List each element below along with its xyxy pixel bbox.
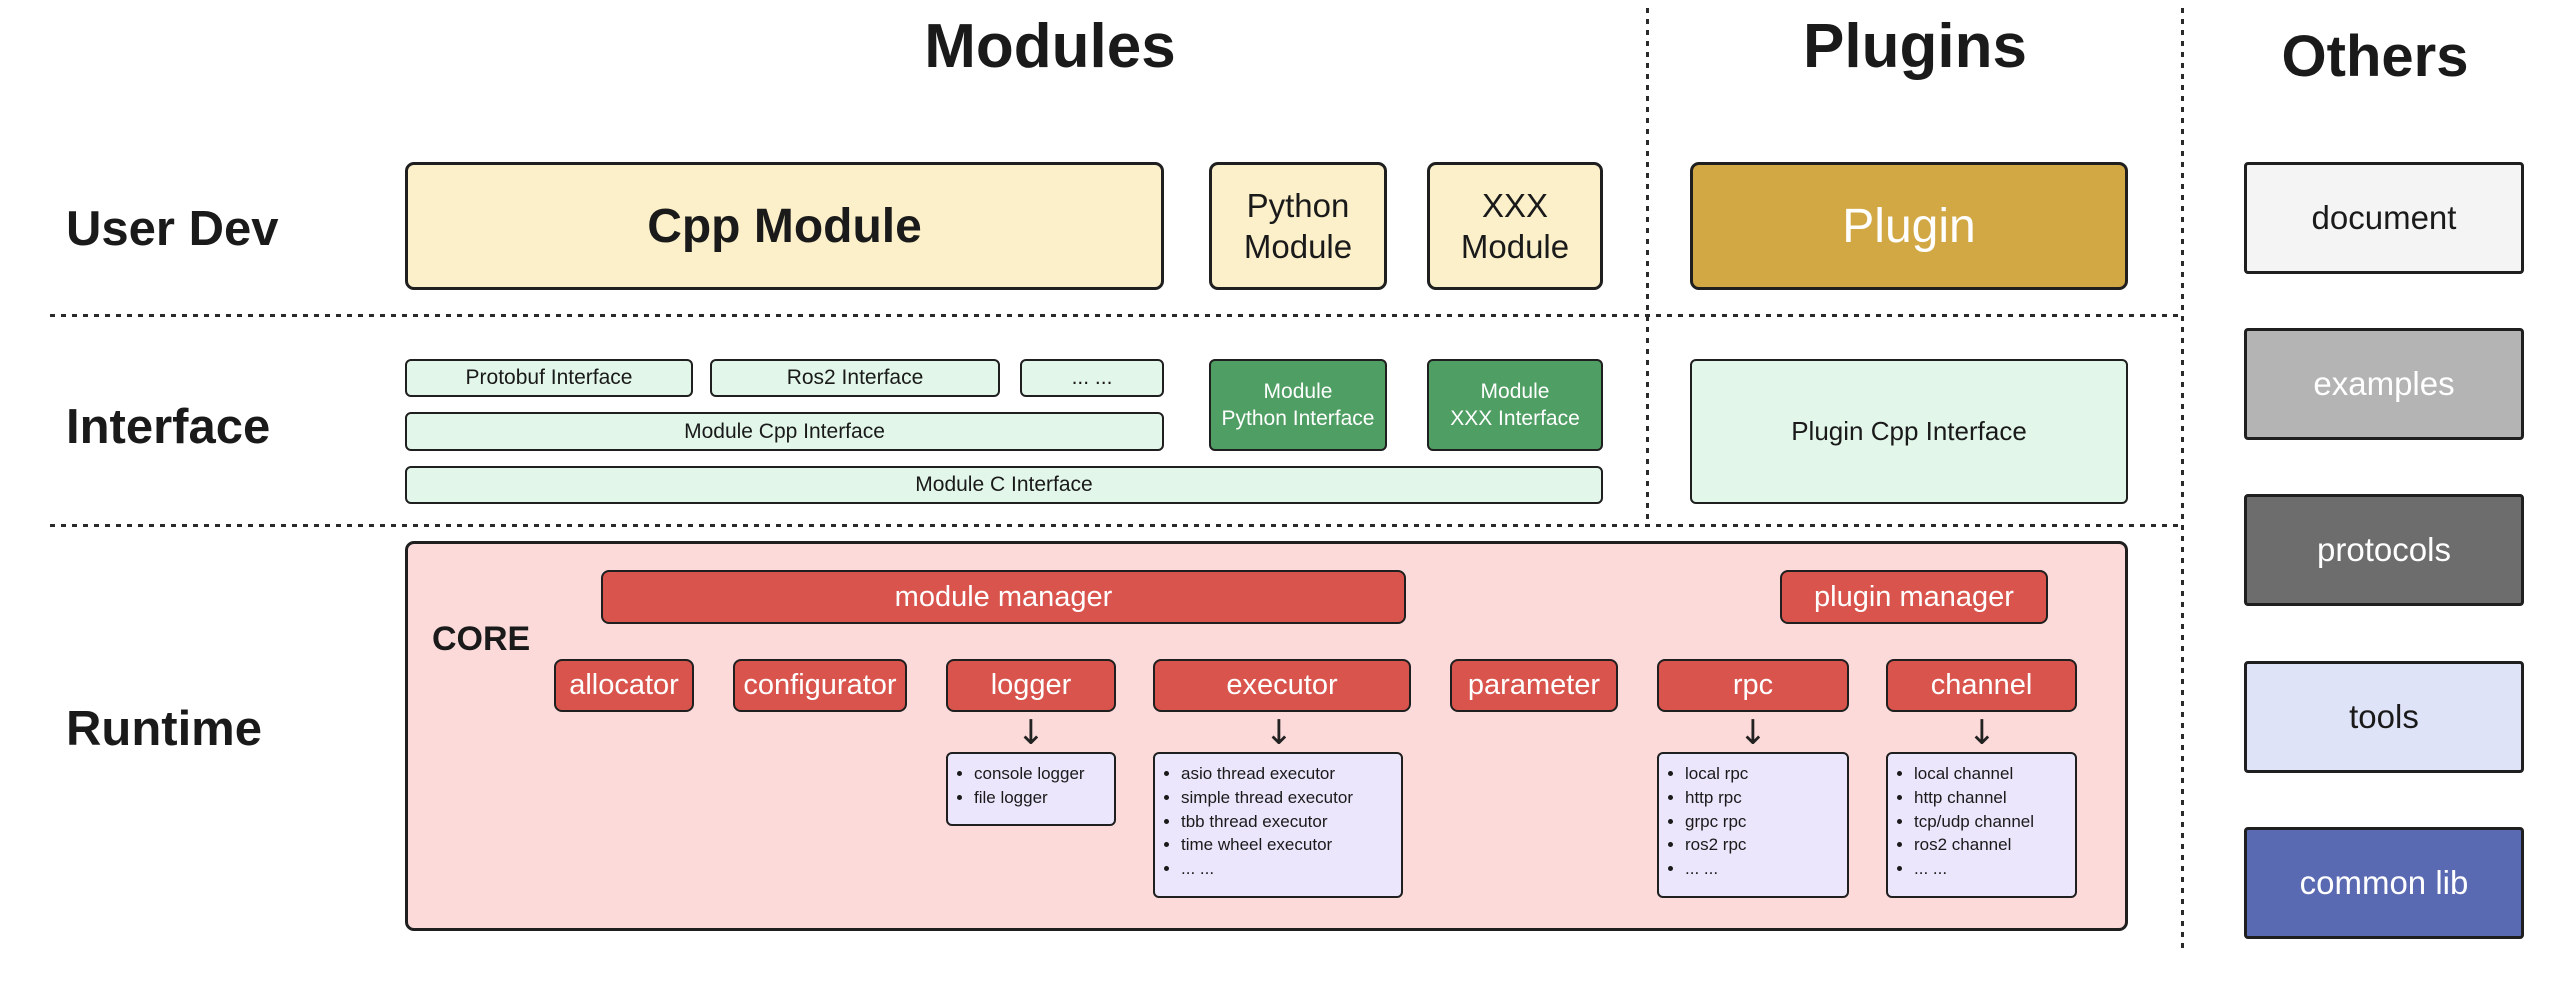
module-xxx-interface-box: Module XXX Interface [1427,359,1603,451]
detail-list-item: tcp/udp channel [1914,810,2071,834]
detail-list-item: ... ... [1181,857,1397,881]
executor-box: executor [1153,659,1411,712]
interface-ellipsis-box: ... ... [1020,359,1164,397]
detail-list-item: ... ... [1685,857,1843,881]
detail-list-item: time wheel executor [1181,833,1397,857]
others-item-tools: tools [2244,661,2524,773]
configurator-box: configurator [733,659,907,712]
channel-detail-box: local channel http channel tcp/udp chann… [1886,752,2077,898]
executor-down-arrow-icon: ↓ [1264,713,1294,753]
row-label-runtime: Runtime [66,702,262,756]
detail-list-item: grpc rpc [1685,810,1843,834]
detail-list-item: console logger [974,762,1110,786]
rpc-detail-list: local rpc http rpc grpc rpc ros2 rpc ...… [1659,762,1843,881]
detail-list-item: local channel [1914,762,2071,786]
detail-list-item: simple thread executor [1181,786,1397,810]
logger-detail-box: console logger file logger [946,752,1116,826]
protobuf-interface-box: Protobuf Interface [405,359,693,397]
plugins-others-divider [2181,8,2184,952]
module-cpp-interface-box: Module Cpp Interface [405,412,1164,451]
executor-detail-list: asio thread executor simple thread execu… [1155,762,1397,881]
detail-list-item: ... ... [1914,857,2071,881]
detail-list-item: ros2 channel [1914,833,2071,857]
plugin-cpp-interface-box: Plugin Cpp Interface [1690,359,2128,504]
rpc-detail-box: local rpc http rpc grpc rpc ros2 rpc ...… [1657,752,1849,898]
others-column-header: Others [2281,23,2469,89]
channel-down-arrow-icon: ↓ [1967,713,1997,753]
detail-list-item: local rpc [1685,762,1843,786]
rpc-down-arrow-icon: ↓ [1738,713,1768,753]
cpp-module-box: Cpp Module [405,162,1164,290]
others-item-common-lib: common lib [2244,827,2524,939]
row-label-user-dev: User Dev [66,202,279,256]
row-label-interface: Interface [66,400,271,454]
plugin-manager-box: plugin manager [1780,570,2048,624]
rpc-box: rpc [1657,659,1849,712]
others-item-examples: examples [2244,328,2524,440]
logger-detail-list: console logger file logger [948,762,1110,810]
module-python-interface-box: Module Python Interface [1209,359,1387,451]
modules-column-header: Modules [924,11,1176,81]
modules-plugins-divider [1646,8,1649,525]
userdev-interface-divider [50,314,2182,317]
allocator-box: allocator [554,659,694,712]
detail-list-item: tbb thread executor [1181,810,1397,834]
others-item-document: document [2244,162,2524,274]
detail-list-item: asio thread executor [1181,762,1397,786]
channel-detail-list: local channel http channel tcp/udp chann… [1888,762,2071,881]
detail-list-item: ros2 rpc [1685,833,1843,857]
others-item-protocols: protocols [2244,494,2524,606]
module-c-interface-box: Module C Interface [405,466,1603,504]
channel-box: channel [1886,659,2077,712]
logger-down-arrow-icon: ↓ [1016,713,1046,753]
module-manager-box: module manager [601,570,1406,624]
python-module-box: Python Module [1209,162,1387,290]
parameter-box: parameter [1450,659,1618,712]
plugins-column-header: Plugins [1803,11,2027,81]
plugin-box: Plugin [1690,162,2128,290]
detail-list-item: http rpc [1685,786,1843,810]
detail-list-item: http channel [1914,786,2071,810]
detail-list-item: file logger [974,786,1110,810]
xxx-module-box: XXX Module [1427,162,1603,290]
interface-runtime-divider [50,524,2182,527]
executor-detail-box: asio thread executor simple thread execu… [1153,752,1403,898]
core-label: CORE [432,620,531,658]
ros2-interface-box: Ros2 Interface [710,359,1000,397]
logger-box: logger [946,659,1116,712]
